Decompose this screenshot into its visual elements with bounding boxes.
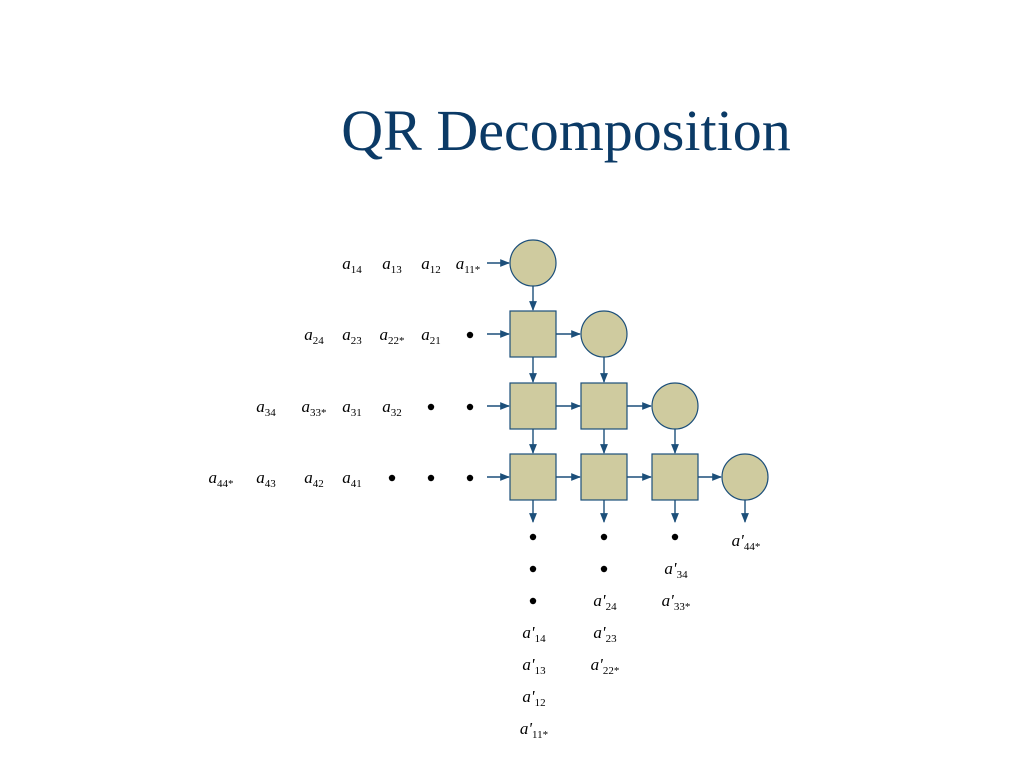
output-c1-1-bullet: [529, 565, 537, 573]
output-c2-2: a'24: [593, 591, 617, 613]
input-r2-1: a23: [342, 325, 362, 347]
internal-cell-41: [509, 453, 557, 501]
boundary-cell-11: [509, 239, 557, 287]
input-r1-1: a13: [382, 254, 402, 276]
internal-cell-43: [651, 453, 699, 501]
input-streams: a14 a13 a12 a11* a24 a23 a22* a21 a34 a33* a31 a32 a…: [209, 254, 481, 490]
input-r1-0: a14: [342, 254, 362, 276]
internal-cell-21: [509, 310, 557, 358]
processing-elements: [509, 239, 769, 501]
output-c2-4: a'22*: [591, 655, 620, 677]
input-r2-2: a22*: [380, 325, 405, 347]
input-r4-6-bullet: [466, 474, 474, 482]
input-r3-2: a31: [342, 397, 362, 419]
input-r3-5-bullet: [466, 403, 474, 411]
input-r3-0: a34: [256, 397, 276, 419]
boundary-cell-33: [651, 382, 699, 430]
input-r4-1: a43: [256, 468, 276, 490]
output-c3-2: a'33*: [662, 591, 691, 613]
input-r4-5-bullet: [427, 474, 435, 482]
output-streams: a'14 a'13 a'12 a'11* a'24 a'23 a'22* a'34 a'33* a…: [520, 531, 760, 741]
output-c1-5: a'12: [522, 687, 545, 709]
input-r2-0: a24: [304, 325, 324, 347]
output-c1-3: a'14: [522, 623, 546, 645]
output-c2-3: a'23: [593, 623, 617, 645]
output-c2-1-bullet: [600, 565, 608, 573]
input-r1-3: a11*: [456, 254, 481, 276]
output-c1-0-bullet: [529, 533, 537, 541]
internal-cell-42: [580, 453, 628, 501]
dataflow-arrows: [487, 259, 749, 523]
output-c3-0-bullet: [671, 533, 679, 541]
input-r2-4-bullet: [466, 331, 474, 339]
input-r4-4-bullet: [388, 474, 396, 482]
boundary-cell-44: [721, 453, 769, 501]
output-c1-6: a'11*: [520, 719, 548, 741]
slide-title: QR Decomposition: [341, 98, 791, 163]
input-r4-2: a42: [304, 468, 324, 490]
boundary-cell-22: [580, 310, 628, 358]
input-r3-3: a32: [382, 397, 402, 419]
internal-cell-32: [580, 382, 628, 430]
output-c2-0-bullet: [600, 533, 608, 541]
internal-cell-31: [509, 382, 557, 430]
input-r4-0: a44*: [209, 468, 234, 490]
input-r4-3: a41: [342, 468, 362, 490]
output-c4-0: a'44*: [732, 531, 761, 553]
input-r2-3: a21: [421, 325, 441, 347]
input-r1-2: a12: [421, 254, 441, 276]
input-r3-1: a33*: [302, 397, 327, 419]
output-c3-1: a'34: [664, 559, 688, 581]
output-c1-2-bullet: [529, 597, 537, 605]
output-c1-4: a'13: [522, 655, 546, 677]
input-r3-4-bullet: [427, 403, 435, 411]
